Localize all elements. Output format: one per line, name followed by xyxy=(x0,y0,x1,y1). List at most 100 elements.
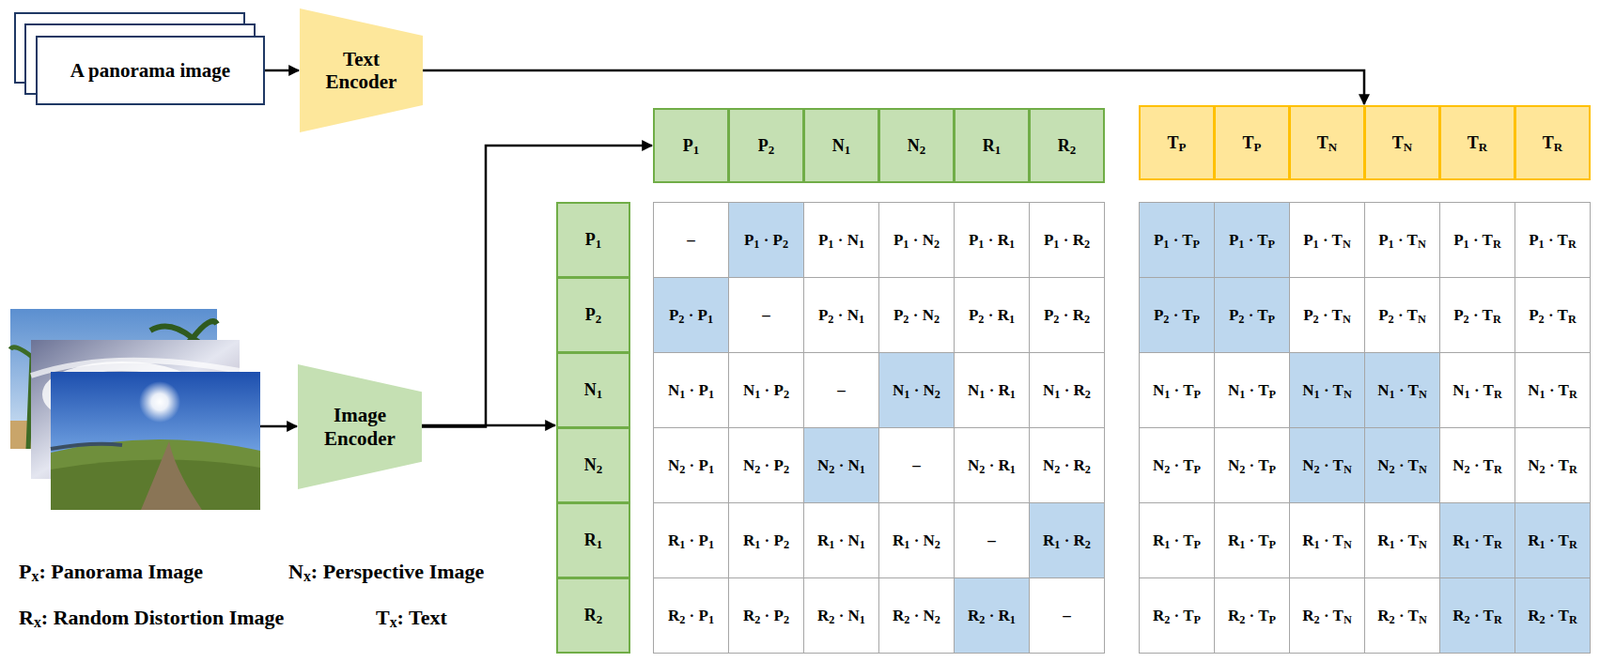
subscript: 1 xyxy=(844,142,851,157)
subscript: N xyxy=(1417,311,1427,326)
subscript: N xyxy=(1418,612,1428,626)
subscript: 2 xyxy=(783,387,790,401)
node-text-group: N1 xyxy=(832,136,851,156)
matrix-cell: R2 · N1 xyxy=(803,577,880,654)
matrix-cell: N2 · P2 xyxy=(728,427,805,504)
subscript: 1 xyxy=(978,387,985,401)
subscript: 2 xyxy=(754,462,761,476)
matrix-cell: P2 · TR xyxy=(1514,277,1591,354)
matrix-cell: R2 · TP xyxy=(1213,577,1290,654)
matrix-cell: P1 · TN xyxy=(1289,201,1366,279)
trapezoid-fill xyxy=(297,364,422,490)
trapezoid-fill xyxy=(299,8,423,133)
matrix-cell: R1 · N2 xyxy=(878,502,955,579)
subscript: 2 xyxy=(1164,462,1170,476)
subscript: 2 xyxy=(902,311,909,326)
encoder-trapezoid: Text Encoder xyxy=(299,8,423,133)
subscript: 1 xyxy=(1314,537,1321,551)
matrix-cell: N2 · TP xyxy=(1213,427,1290,504)
node-text-group: A panorama image xyxy=(70,59,231,82)
subscript: N xyxy=(1342,311,1352,326)
similarity-label: N1 · TR xyxy=(1452,381,1502,401)
subscript: 1 xyxy=(1009,236,1015,250)
matrix-cell: R1 · TR xyxy=(1514,502,1591,579)
subscript: 1 xyxy=(1464,387,1471,401)
subscript: 1 xyxy=(1539,387,1546,401)
subscript: P xyxy=(1194,387,1201,401)
subscript: x xyxy=(303,568,311,585)
matrix-cell: R1 · TR xyxy=(1439,502,1516,579)
subscript: 2 xyxy=(1238,311,1244,326)
matrix-cell: N1 · TN xyxy=(1364,352,1441,429)
subscript: 2 xyxy=(782,236,789,250)
subscript: 1 xyxy=(1009,311,1015,326)
subscript: R xyxy=(1568,462,1578,476)
similarity-label: P1 · P2 xyxy=(744,231,789,250)
similarity-label: R1 · TP xyxy=(1152,531,1201,551)
similarity-label: N2 · TN xyxy=(1377,456,1427,476)
embedding-cell: P1 xyxy=(556,201,631,279)
matrix-cell: – xyxy=(953,502,1030,579)
similarity-label: – xyxy=(837,381,846,401)
subscript: 2 xyxy=(933,236,940,250)
node-text-group: TR xyxy=(1542,133,1563,154)
subscript: N xyxy=(1328,139,1337,155)
similarity-label: P1 · R1 xyxy=(968,231,1015,250)
matrix-cell: R2 · TN xyxy=(1289,577,1366,654)
subscript: 1 xyxy=(753,236,760,250)
matrix-cell: R1 · R2 xyxy=(1028,502,1105,579)
subscript: P xyxy=(1269,537,1276,551)
similarity-label: N2 · R2 xyxy=(1042,456,1091,476)
matrix-cell: – xyxy=(803,352,880,429)
subscript: 2 xyxy=(1085,537,1091,551)
subscript: P xyxy=(1254,139,1262,155)
matrix-cell: R2 · TP xyxy=(1138,577,1215,654)
matrix-cell: – xyxy=(878,427,955,504)
node-text-group: R1 xyxy=(584,530,603,551)
subscript: P xyxy=(1179,139,1187,155)
similarity-label: N1 · R2 xyxy=(1042,381,1091,401)
subscript: 1 xyxy=(1164,387,1170,401)
similarity-label: R1 · P1 xyxy=(667,531,715,551)
node-text-group: Image Encoder xyxy=(312,403,407,450)
subscript: 1 xyxy=(1164,537,1170,551)
matrix-cell: R1 · TN xyxy=(1364,502,1441,579)
subscript: 2 xyxy=(978,612,985,626)
connector-arrow xyxy=(421,424,556,428)
embedding-cell: P2 xyxy=(728,108,805,184)
node-label: TR xyxy=(1542,133,1563,154)
matrix-cell: P2 · TN xyxy=(1289,277,1366,354)
similarity-label: R1 · TN xyxy=(1302,531,1352,551)
subscript: 1 xyxy=(1464,537,1471,551)
subscript: 1 xyxy=(1054,537,1060,551)
subscript: 2 xyxy=(1053,311,1059,326)
node-label: R1 xyxy=(584,530,603,551)
subscript: 2 xyxy=(1085,462,1091,476)
node-label: Text Encoder xyxy=(314,47,409,94)
subscript: P xyxy=(1193,311,1200,326)
matrix-cell: N1 · R1 xyxy=(953,352,1030,429)
subscript: P xyxy=(1269,387,1276,401)
connector-arrow xyxy=(264,69,299,73)
subscript: 1 xyxy=(708,387,715,401)
similarity-label: R2 · R1 xyxy=(967,606,1016,626)
similarity-label: N1 · TP xyxy=(1152,381,1201,401)
similarity-label: R1 · N2 xyxy=(892,531,941,551)
subscript: N xyxy=(1343,462,1352,476)
subscript: 1 xyxy=(1539,537,1546,551)
similarity-label: P2 · TR xyxy=(1453,306,1502,326)
matrix-cell: P1 · N2 xyxy=(878,201,955,279)
subscript: N xyxy=(1343,612,1352,626)
matrix-cell: R2 · P1 xyxy=(652,577,730,654)
similarity-label: R2 · TN xyxy=(1377,606,1427,626)
matrix-cell: P1 · TP xyxy=(1138,201,1215,279)
subscript: 1 xyxy=(1314,387,1321,401)
similarity-label: N1 · R1 xyxy=(967,381,1016,401)
subscript: 2 xyxy=(1085,387,1091,401)
subscript: 1 xyxy=(903,387,910,401)
subscript: 2 xyxy=(1239,462,1245,476)
subscript: P xyxy=(1194,612,1201,626)
matrix-cell: R1 · P1 xyxy=(652,502,730,579)
subscript: 2 xyxy=(828,612,835,626)
